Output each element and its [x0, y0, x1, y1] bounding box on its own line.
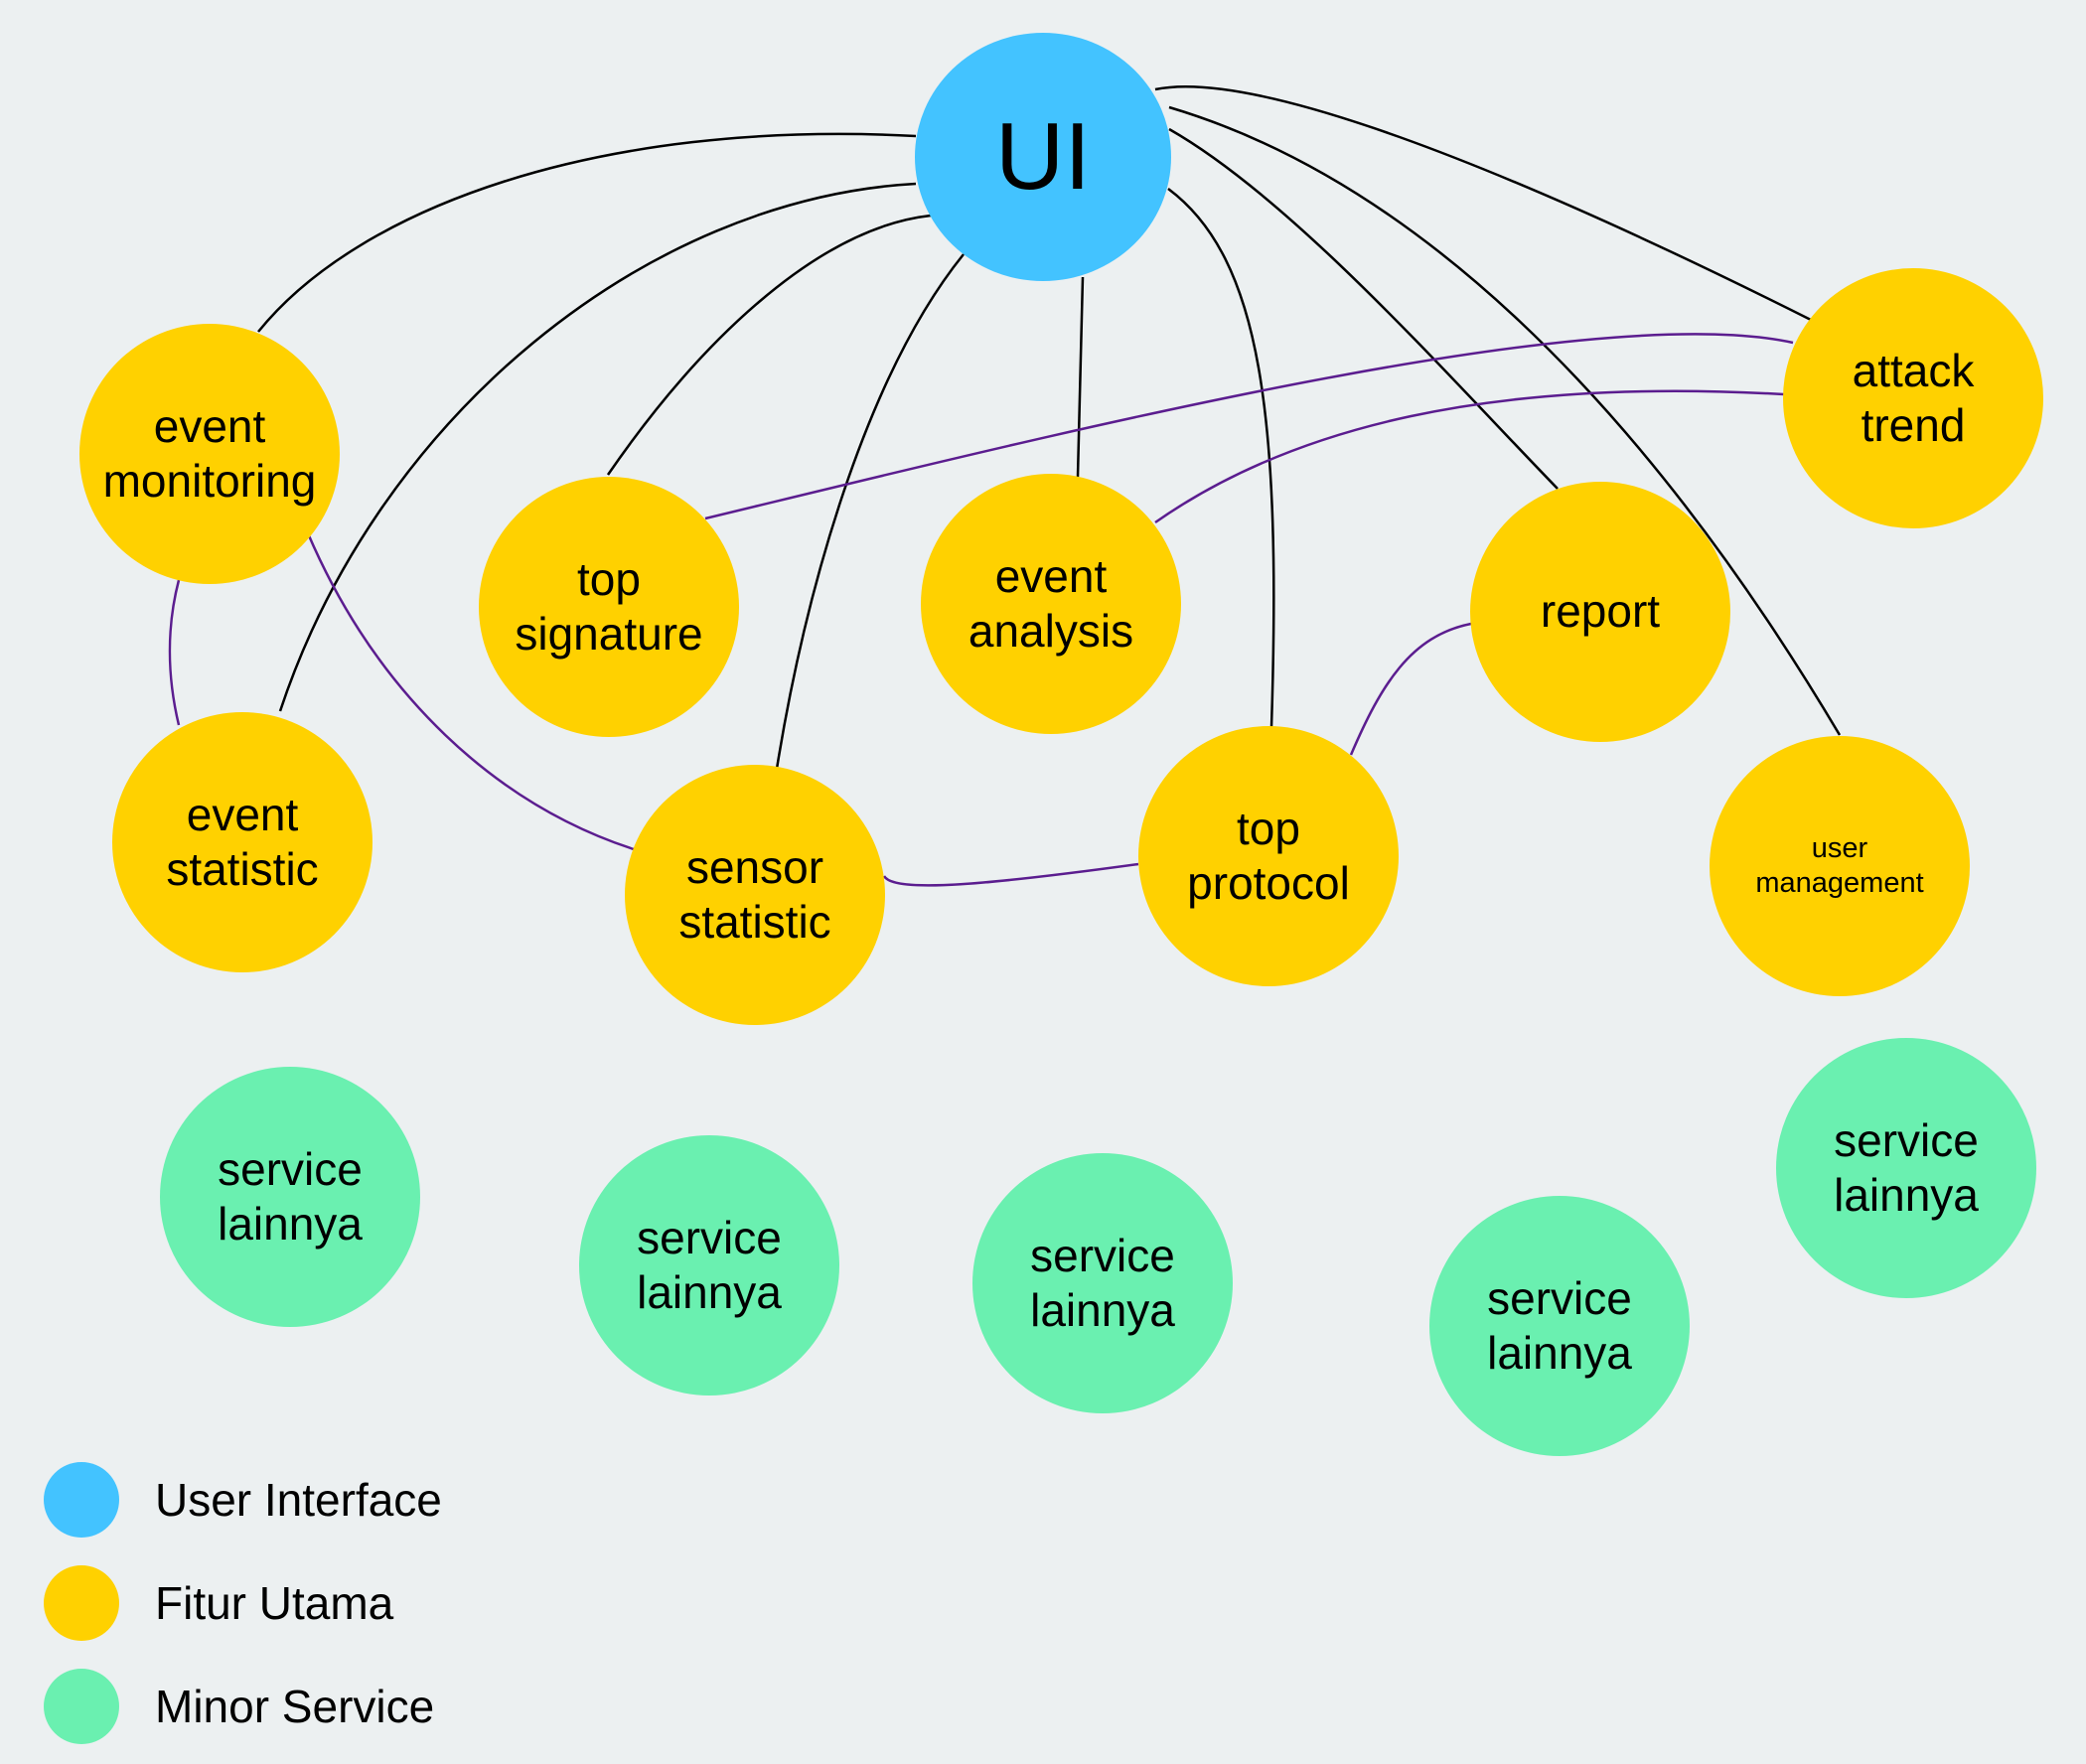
edge-sensor-statistic-top-protocol: [882, 862, 1139, 887]
event-analysis-node: event analysis: [921, 474, 1181, 734]
legend-label-minor-service: Minor Service: [155, 1681, 435, 1732]
top-protocol-label: top protocol: [1187, 802, 1350, 909]
legend-item-fitur-utama: Fitur Utama: [44, 1565, 393, 1641]
sensor-statistic-label: sensor statistic: [678, 840, 831, 948]
edge-ui-event-analysis: [1076, 276, 1085, 478]
service-node-5: service lainnya: [1776, 1038, 2036, 1298]
legend-swatch-ui: [44, 1462, 119, 1538]
sensor-statistic-node: sensor statistic: [625, 765, 885, 1025]
event-analysis-label: event analysis: [968, 549, 1134, 657]
user-management-label: user management: [1755, 832, 1924, 899]
service-label-2: service lainnya: [637, 1211, 782, 1318]
event-statistic-node: event statistic: [112, 712, 372, 972]
event-monitoring-label: event monitoring: [102, 399, 317, 507]
service-node-2: service lainnya: [579, 1135, 839, 1396]
service-node-3: service lainnya: [972, 1153, 1233, 1413]
legend-item-user-interface: User Interface: [44, 1462, 442, 1538]
service-label-4: service lainnya: [1487, 1271, 1632, 1379]
edge-event-monitoring-sensor-statistic: [306, 532, 635, 851]
report-label: report: [1540, 585, 1661, 638]
legend-swatch-main-feature: [44, 1565, 119, 1641]
legend-item-minor-service: Minor Service: [44, 1669, 434, 1744]
edge-ui-sensor-statistic: [775, 253, 965, 770]
edge-ui-top-protocol: [1167, 187, 1275, 728]
ui-node: UI: [915, 33, 1171, 281]
edge-event-analysis-attack-trend: [1154, 389, 1785, 524]
edge-ui-report: [1168, 127, 1559, 490]
top-signature-label: top signature: [515, 552, 703, 660]
legend-label-fitur-utama: Fitur Utama: [155, 1577, 394, 1629]
edge-ui-attack-trend: [1154, 85, 1812, 322]
report-node: report: [1470, 482, 1730, 742]
edge-ui-user-management: [1168, 105, 1842, 736]
legend-swatch-minor-service: [44, 1669, 119, 1744]
edge-ui-top-signature: [606, 214, 932, 476]
edge-ui-event-statistic: [278, 182, 917, 712]
service-label-3: service lainnya: [1030, 1229, 1175, 1336]
edge-top-signature-attack-trend: [704, 333, 1794, 520]
service-node-4: service lainnya: [1429, 1196, 1690, 1456]
edge-event-monitoring-event-statistic: [168, 579, 181, 726]
event-monitoring-node: event monitoring: [79, 324, 340, 584]
top-protocol-node: top protocol: [1138, 726, 1399, 986]
event-statistic-label: event statistic: [166, 788, 319, 895]
attack-trend-node: attack trend: [1783, 268, 2043, 528]
attack-trend-label: attack trend: [1852, 344, 1975, 451]
service-node-1: service lainnya: [160, 1067, 420, 1327]
legend-label-user-interface: User Interface: [155, 1474, 442, 1526]
top-signature-node: top signature: [479, 477, 739, 737]
edge-top-protocol-report: [1349, 622, 1472, 756]
service-label-5: service lainnya: [1834, 1113, 1979, 1221]
service-label-1: service lainnya: [218, 1142, 363, 1250]
user-management-node: user management: [1710, 736, 1970, 996]
edge-ui-event-monitoring: [257, 132, 917, 333]
ui-node-label: UI: [995, 103, 1091, 211]
